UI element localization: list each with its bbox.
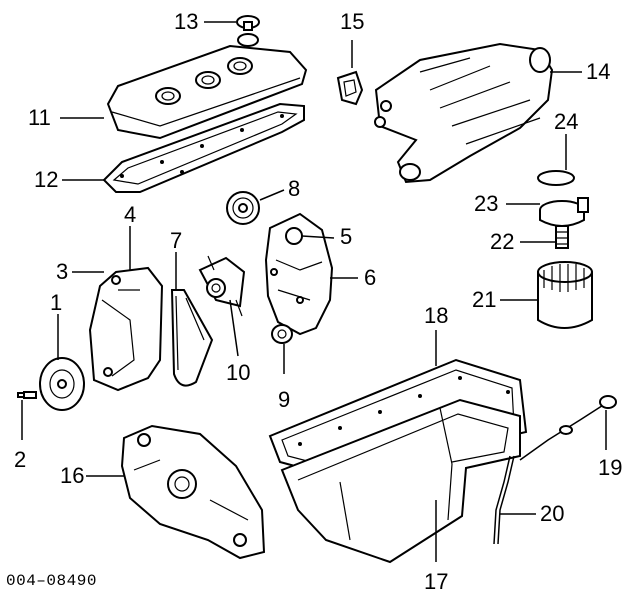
callout-14: 14 xyxy=(586,59,611,84)
leader-lines xyxy=(21,21,607,562)
callout-18: 18 xyxy=(424,303,449,328)
callout-1: 1 xyxy=(50,290,63,315)
oil-filter-adapter xyxy=(539,197,589,227)
callout-4: 4 xyxy=(124,202,137,227)
damper-bolt xyxy=(17,391,37,399)
callout-17: 17 xyxy=(424,569,449,594)
callout-19: 19 xyxy=(598,455,623,480)
oil-pan xyxy=(280,398,521,564)
filter-adapter-o-ring xyxy=(537,170,575,186)
callout-24: 24 xyxy=(554,109,579,134)
intake-manifold xyxy=(374,42,554,184)
oil-pump xyxy=(120,424,266,560)
timing-belt-tensioner xyxy=(198,255,246,317)
valve-cover-gasket xyxy=(102,102,305,193)
callout-3: 3 xyxy=(56,259,69,284)
callout-21: 21 xyxy=(472,287,497,312)
dipstick-tube xyxy=(493,455,515,545)
timing-belt xyxy=(170,289,214,387)
callout-12: 12 xyxy=(34,167,59,192)
callout-11: 11 xyxy=(28,105,51,130)
manifold-gasket-small xyxy=(336,70,364,106)
oil-dipstick xyxy=(519,395,617,461)
camshaft-sprocket xyxy=(226,191,260,225)
callout-13: 13 xyxy=(174,9,199,34)
timing-cover xyxy=(264,212,334,336)
callout-9: 9 xyxy=(278,387,291,412)
idler-pulley xyxy=(271,324,293,344)
callout-6: 6 xyxy=(364,265,377,290)
valve-cover xyxy=(106,33,308,140)
callout-23: 23 xyxy=(474,191,499,216)
callout-22: 22 xyxy=(490,229,515,254)
crankshaft-damper xyxy=(39,357,85,411)
illustration-reference-code: 004–08490 xyxy=(6,572,97,590)
callout-2: 2 xyxy=(14,447,27,472)
callout-7: 7 xyxy=(170,228,183,253)
callout-15: 15 xyxy=(340,9,365,34)
oil-filler-cap xyxy=(236,15,260,31)
oil-filter-connector xyxy=(555,225,569,249)
callout-10: 10 xyxy=(226,360,251,385)
callout-20: 20 xyxy=(540,501,565,526)
timing-belt-cover xyxy=(88,266,164,392)
callout-5: 5 xyxy=(340,224,353,249)
oil-filter xyxy=(537,261,593,329)
callout-8: 8 xyxy=(288,176,301,201)
callout-16: 16 xyxy=(60,463,85,488)
